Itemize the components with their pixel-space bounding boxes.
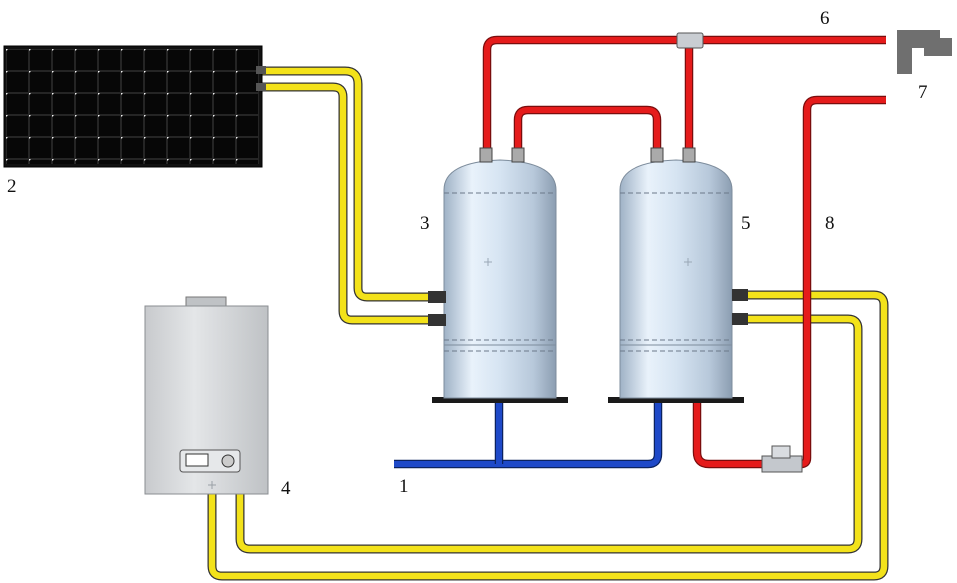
solar-loop-pipes <box>207 66 889 581</box>
label-boiler: 4 <box>281 478 291 499</box>
label-recirculation: 8 <box>825 213 835 234</box>
label-faucet: 7 <box>918 82 928 103</box>
storage-tank-right <box>608 147 748 403</box>
cold-water-pipes <box>394 400 663 469</box>
tee-fitting-icon <box>676 32 704 49</box>
panel-connector-top <box>256 66 266 74</box>
circulation-pump-icon <box>761 445 803 473</box>
hot-water-pipes <box>482 35 886 469</box>
label-hot-outlet: 6 <box>820 8 830 29</box>
gas-boiler <box>144 296 269 495</box>
faucet-icon <box>897 30 952 74</box>
label-cold-inlet: 1 <box>399 476 409 497</box>
solar-panel <box>3 45 266 168</box>
panel-connector-bottom <box>256 83 266 91</box>
label-solar-panel: 2 <box>7 176 17 197</box>
label-tank-right: 5 <box>741 213 751 234</box>
label-tank-left: 3 <box>420 213 430 234</box>
storage-tank-left <box>428 147 568 403</box>
